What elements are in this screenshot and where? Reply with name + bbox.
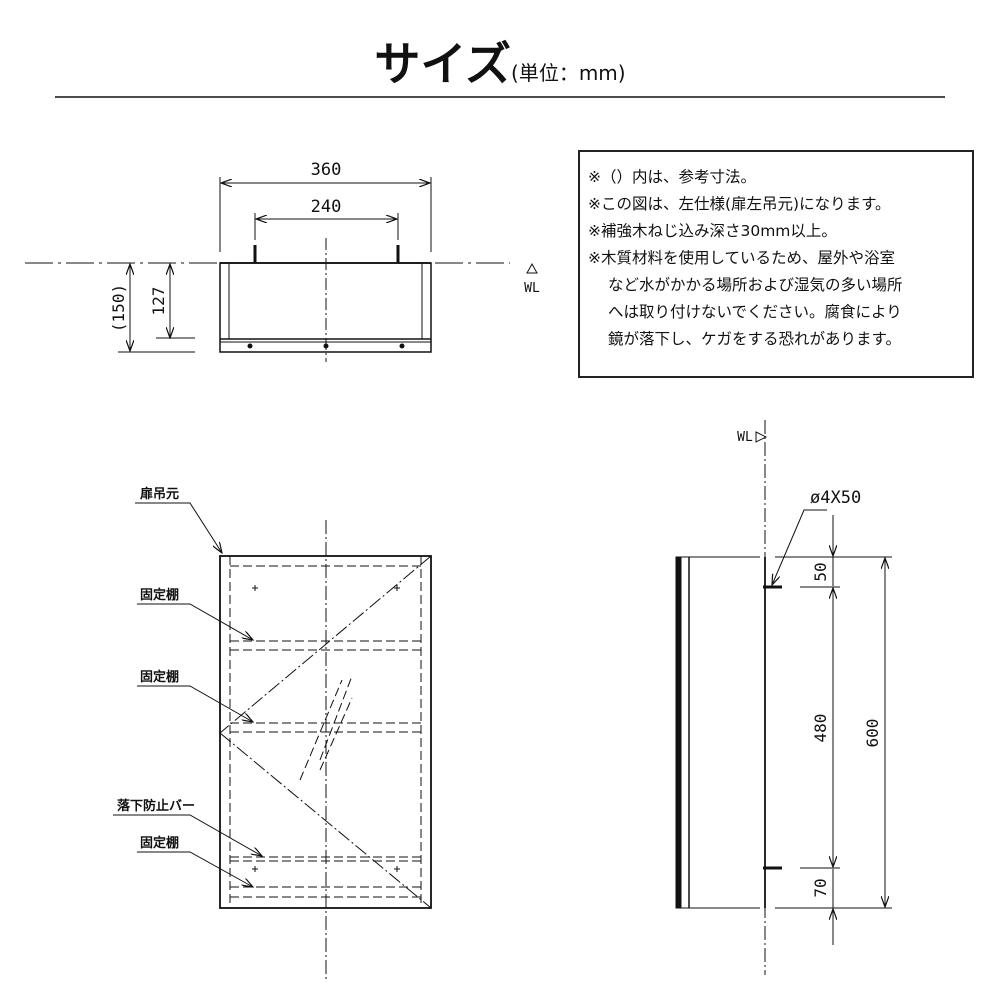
dim-depth: 127 <box>149 287 168 316</box>
front-view <box>113 502 432 980</box>
dim-top-offset: 50 <box>811 562 830 581</box>
dim-depth-ref: (150) <box>109 284 128 332</box>
title-main: サイズ <box>374 37 512 91</box>
label-fall-bar: 落下防止バー <box>117 798 195 814</box>
dim-pitch: 480 <box>811 714 830 743</box>
label-shelf: 固定棚 <box>140 587 179 603</box>
note-line: ※補強木ねじ込み深さ30mm以上。 <box>588 222 837 240</box>
dim-width: 360 <box>311 160 342 180</box>
top-view <box>25 177 538 362</box>
notes-box: ※（）内は、参考寸法。 ※この図は、左仕様(扉左吊元)になります。 ※補強木ねじ… <box>578 150 974 378</box>
label-shelf: 固定棚 <box>140 669 179 685</box>
note-line: など水がかかる場所および湿気の多い場所 <box>608 276 903 294</box>
wl-label-top: WL <box>524 281 540 296</box>
dim-height: 600 <box>863 719 882 748</box>
dim-bottom-offset: 70 <box>811 878 830 897</box>
note-line: へは取り付けないでください。腐食により <box>608 303 902 321</box>
note-line: ※この図は、左仕様(扉左吊元)になります。 <box>588 195 891 213</box>
page-title: サイズ(単位：mm) <box>0 28 1000 94</box>
note-line: ※木質材料を使用しているため、屋外や浴室 <box>588 249 896 267</box>
label-hinge: 扉吊元 <box>140 486 179 502</box>
label-shelf: 固定棚 <box>140 835 179 851</box>
note-line: 鏡が落下し、ケガをする恐れがあります。 <box>608 330 901 348</box>
side-view <box>675 420 892 975</box>
screw-spec: ø4X50 <box>810 488 861 508</box>
dim-screw-pitch: 240 <box>311 197 342 217</box>
title-unit: (単位：mm) <box>511 61 626 85</box>
wl-label-side: WL <box>737 430 753 445</box>
note-line: ※（）内は、参考寸法。 <box>588 168 756 186</box>
